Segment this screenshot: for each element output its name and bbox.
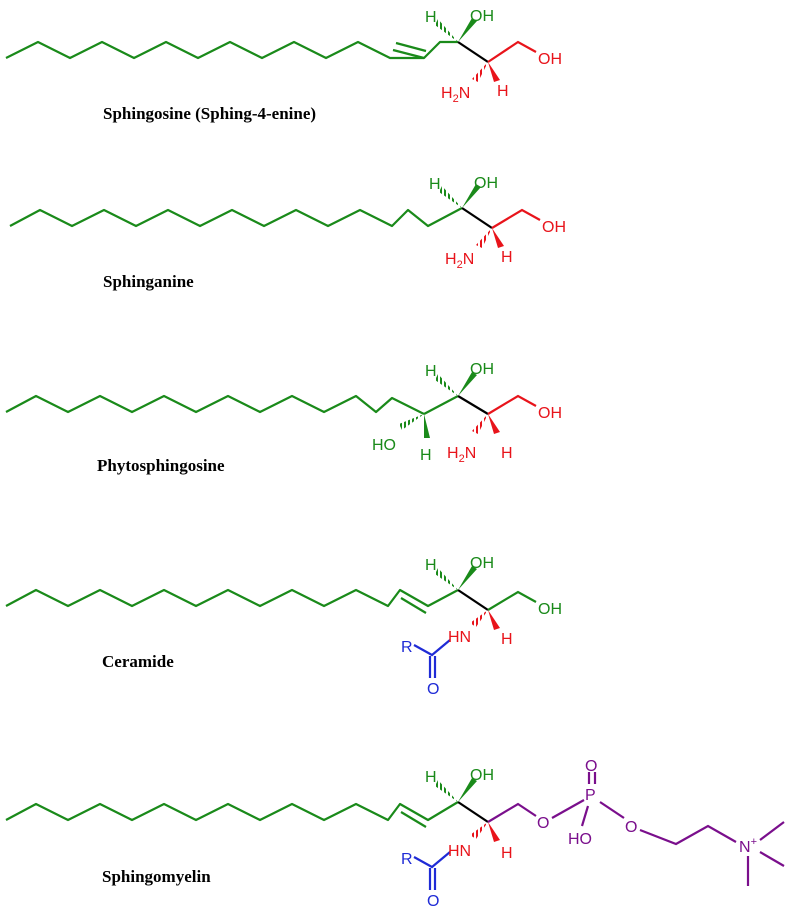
trans-double-bond-inner	[395, 41, 427, 53]
wedge-bond-oh	[462, 184, 481, 208]
methyl-bond	[759, 851, 785, 867]
ceramide-hydrocarbon-chain	[5, 588, 459, 608]
hash-bond-nh2	[472, 62, 488, 82]
amine-label: H2N	[447, 445, 476, 465]
phosphate-linkage	[551, 799, 585, 819]
caption-sphingomyelin: Sphingomyelin	[102, 867, 211, 886]
trans-double-bond	[392, 48, 425, 60]
carbonyl-oxygen-label: O	[427, 681, 439, 698]
phosphorus-label: P	[585, 787, 596, 804]
hash-bond-nh	[470, 822, 488, 839]
ceramide-c1-chain	[487, 590, 537, 611]
hash-bond-nh	[470, 610, 488, 627]
h-atom-label: H	[425, 9, 437, 26]
hash-bond-h	[435, 374, 458, 396]
molecule-sphingosine: H OH OH H2N H Sphingosine (Sphing-4-enin…	[5, 8, 562, 123]
sphingomyelin-c1-chain	[487, 802, 537, 823]
caption-ceramide: Ceramide	[102, 652, 174, 671]
molecule-sphinganine: H OH OH H2N H Sphinganine	[9, 175, 566, 291]
oxygen-label: O	[625, 819, 637, 836]
wedge-bond-oh	[458, 566, 477, 590]
sphingomyelin-backbone	[457, 801, 489, 823]
sphinganine-hydrocarbon-chain	[9, 207, 463, 228]
amide-nh-label: HN	[448, 629, 471, 646]
quaternary-nitrogen-label: N+	[739, 836, 757, 856]
r-group-label: R	[401, 639, 413, 656]
wedge-bond-h	[488, 610, 500, 630]
hash-bond-h	[435, 780, 458, 802]
hydroxyl-label: OH	[542, 219, 566, 236]
wedge-bond-oh	[458, 372, 477, 396]
h-atom-label: H	[425, 769, 437, 786]
h-atom-label: H	[501, 845, 513, 862]
amine-label: H2N	[445, 251, 474, 271]
sphinganine-c1-chain	[491, 208, 541, 229]
choline-chain	[639, 824, 737, 846]
hash-bond-h	[435, 19, 458, 42]
phytosphingosine-c1-chain	[487, 394, 537, 415]
amide-nh-label: HN	[448, 843, 471, 860]
ceramide-backbone	[457, 589, 489, 611]
hydroxyl-label: OH	[470, 361, 494, 378]
h-atom-label: H	[420, 447, 432, 464]
wedge-bond-h	[488, 414, 500, 434]
hash-bond-nh2	[476, 228, 492, 248]
methyl-bond	[759, 821, 785, 841]
p-oh-bond	[580, 805, 590, 827]
hash-bond-nh2	[472, 414, 488, 434]
hydroxyl-label: OH	[470, 767, 494, 784]
phytosphingosine-c4-c3	[423, 395, 459, 415]
h-atom-label: H	[429, 176, 441, 193]
h-atom-label: H	[425, 363, 437, 380]
hydroxyl-label: OH	[470, 8, 494, 25]
sphingosine-c1-chain	[487, 40, 537, 63]
h-atom-label: H	[501, 631, 513, 648]
carbonyl-oxygen-label: O	[427, 893, 439, 910]
hash-bond-ho	[399, 414, 424, 430]
hydroxyl-label: OH	[470, 555, 494, 572]
hydroxyl-label: HO	[372, 437, 396, 454]
h-atom-label: H	[501, 249, 513, 266]
molecule-sphingomyelin: H OH O P O HO O N+ HN H R O Sphingomyeli…	[5, 758, 785, 910]
r-group-label: R	[401, 851, 413, 868]
sphinganine-backbone	[461, 207, 493, 229]
oxygen-label: O	[537, 815, 549, 832]
sphingosine-hydrocarbon-chain	[5, 40, 458, 60]
acyl-chain	[413, 851, 451, 869]
sphingosine-backbone	[457, 41, 489, 63]
h-atom-label: H	[497, 83, 509, 100]
amine-label: H2N	[441, 85, 470, 105]
hash-bond-h	[435, 568, 458, 590]
molecule-phytosphingosine: H OH OH HO H H2N H Phytosphingosine	[5, 361, 562, 475]
caption-sphinganine: Sphinganine	[103, 272, 194, 291]
hash-bond-h	[439, 186, 462, 208]
wedge-bond-h	[488, 822, 500, 842]
h-atom-label: H	[501, 445, 513, 462]
wedge-bond-oh	[458, 18, 477, 42]
hydroxyl-label: OH	[538, 51, 562, 68]
wedge-bond-h	[488, 62, 500, 82]
wedge-bond-oh	[458, 778, 477, 802]
h-atom-label: H	[425, 557, 437, 574]
p-o-ester-bond	[599, 801, 625, 819]
trans-double-bond-inner	[400, 597, 427, 614]
oxygen-label: O	[585, 758, 597, 775]
wedge-bond-h	[492, 228, 504, 248]
molecule-ceramide: H OH OH HN H R O Ceramide	[5, 555, 562, 698]
sphingomyelin-hydrocarbon-chain	[5, 801, 459, 822]
hydroxyl-label: OH	[474, 175, 498, 192]
phytosphingosine-hydrocarbon-chain	[5, 394, 425, 415]
acyl-chain	[413, 639, 451, 657]
caption-phytosphingosine: Phytosphingosine	[97, 456, 225, 475]
phytosphingosine-backbone	[457, 395, 489, 415]
hydroxyl-label: OH	[538, 405, 562, 422]
wedge-bond-h	[424, 414, 430, 438]
caption-sphingosine: Sphingosine (Sphing-4-enine)	[103, 104, 316, 123]
trans-double-bond-inner	[400, 811, 427, 828]
hydroxyl-label: HO	[568, 831, 592, 848]
hydroxyl-label: OH	[538, 601, 562, 618]
